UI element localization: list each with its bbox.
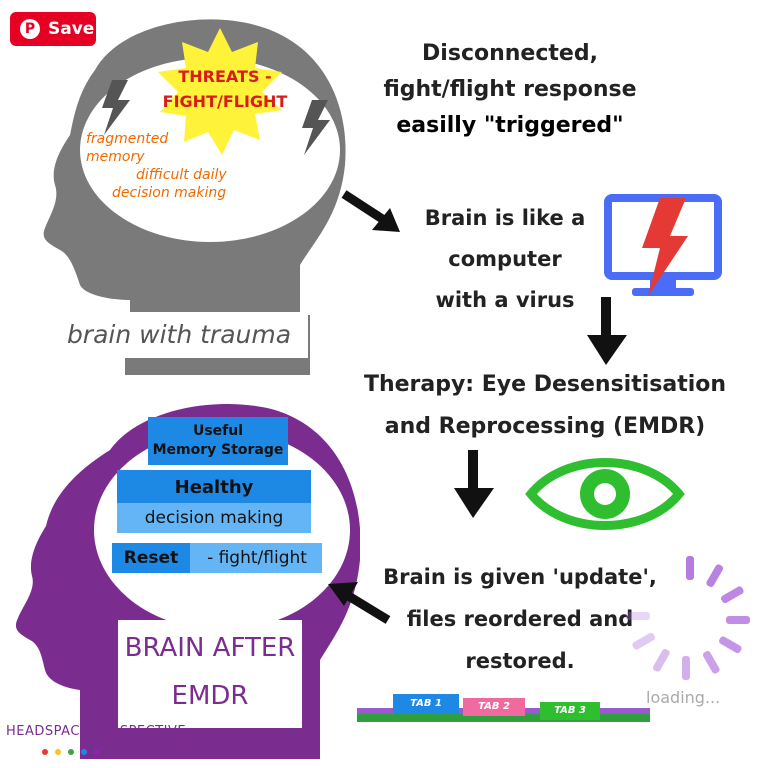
arrow-down-icon [587, 297, 627, 365]
arrow-down-right-icon [341, 190, 400, 232]
threats-line2: FIGHT/FLIGHT [162, 92, 288, 111]
loading-label: loading... [646, 688, 721, 707]
threats-line1: THREATS - [178, 67, 272, 86]
update-line3: restored. [465, 649, 575, 673]
save-label: Save [48, 19, 95, 39]
decision-panel: decision making [117, 503, 311, 533]
emdr-caption-line2: EMDR THERAPY [151, 681, 269, 759]
threats-label: THREATS - FIGHT/FLIGHT [145, 64, 305, 114]
reset-label: Reset [112, 543, 190, 573]
memory-storage-panel: Useful Memory Storage [148, 417, 288, 465]
computer-text: Brain is like a computer with a virus [400, 198, 610, 321]
save-button[interactable]: P Save [10, 12, 96, 46]
fragment-line3: difficult daily [136, 167, 227, 183]
trauma-caption-box: brain with trauma [50, 312, 308, 358]
lightning-right-icon [302, 100, 330, 155]
arrow-down-icon-2 [454, 450, 494, 518]
emdr-caption-box: BRAIN AFTER EMDR THERAPY [118, 620, 302, 759]
computer-line1: Brain is like a [424, 206, 586, 230]
tab-2[interactable]: TAB 2 [463, 698, 525, 716]
disconnected-line3: easilly "triggered" [396, 113, 624, 138]
fragment-line1: fragmented [86, 131, 169, 147]
fragment-line4: decision making [112, 185, 227, 201]
storage-line2: Memory Storage [152, 442, 284, 458]
trauma-head-illustration [43, 19, 346, 375]
lightning-left-icon [102, 80, 130, 135]
lightning-bolt-icon [642, 198, 688, 296]
fragment-line2: memory [86, 149, 145, 165]
emdr-caption-line1: BRAIN AFTER [124, 633, 296, 663]
computer-line2: computer [448, 247, 562, 271]
arrow-left-icon [328, 582, 391, 624]
tab-3[interactable]: TAB 3 [540, 702, 600, 720]
trauma-caption: brain with trauma [66, 320, 292, 349]
disconnected-line1: Disconnected, [422, 41, 598, 66]
pinterest-icon: P [20, 19, 40, 39]
fragment-notes: fragmented memory difficult daily decisi… [86, 130, 296, 202]
disconnected-line2: fight/flight response [383, 77, 637, 102]
tab-1[interactable]: TAB 1 [393, 694, 459, 714]
therapy-line2: and Reprocessing (EMDR) [384, 414, 706, 439]
therapy-text: Therapy: Eye Desensitisation and Reproce… [340, 364, 750, 448]
monitor-icon [604, 194, 722, 296]
brand-label: HEADSPACE PERSPECTIVE [6, 724, 187, 739]
fight-label: - fight/flight [207, 548, 307, 568]
storage-line1: Useful [192, 423, 244, 439]
update-line2: files reordered and [406, 607, 634, 631]
healthy-panel: Healthy [117, 470, 311, 504]
eye-icon [525, 458, 685, 530]
starburst-shape [158, 28, 282, 155]
brand-dots [40, 742, 110, 755]
update-line1: Brain is given 'update', [383, 565, 657, 589]
disconnected-text: Disconnected, fight/flight response easi… [340, 36, 680, 144]
update-text: Brain is given 'update', files reordered… [370, 556, 670, 682]
computer-line3: with a virus [435, 288, 575, 312]
loading-spinner-icon [626, 556, 750, 680]
tab-bar-stripe-green [357, 714, 650, 722]
therapy-line1: Therapy: Eye Desensitisation [363, 372, 727, 397]
